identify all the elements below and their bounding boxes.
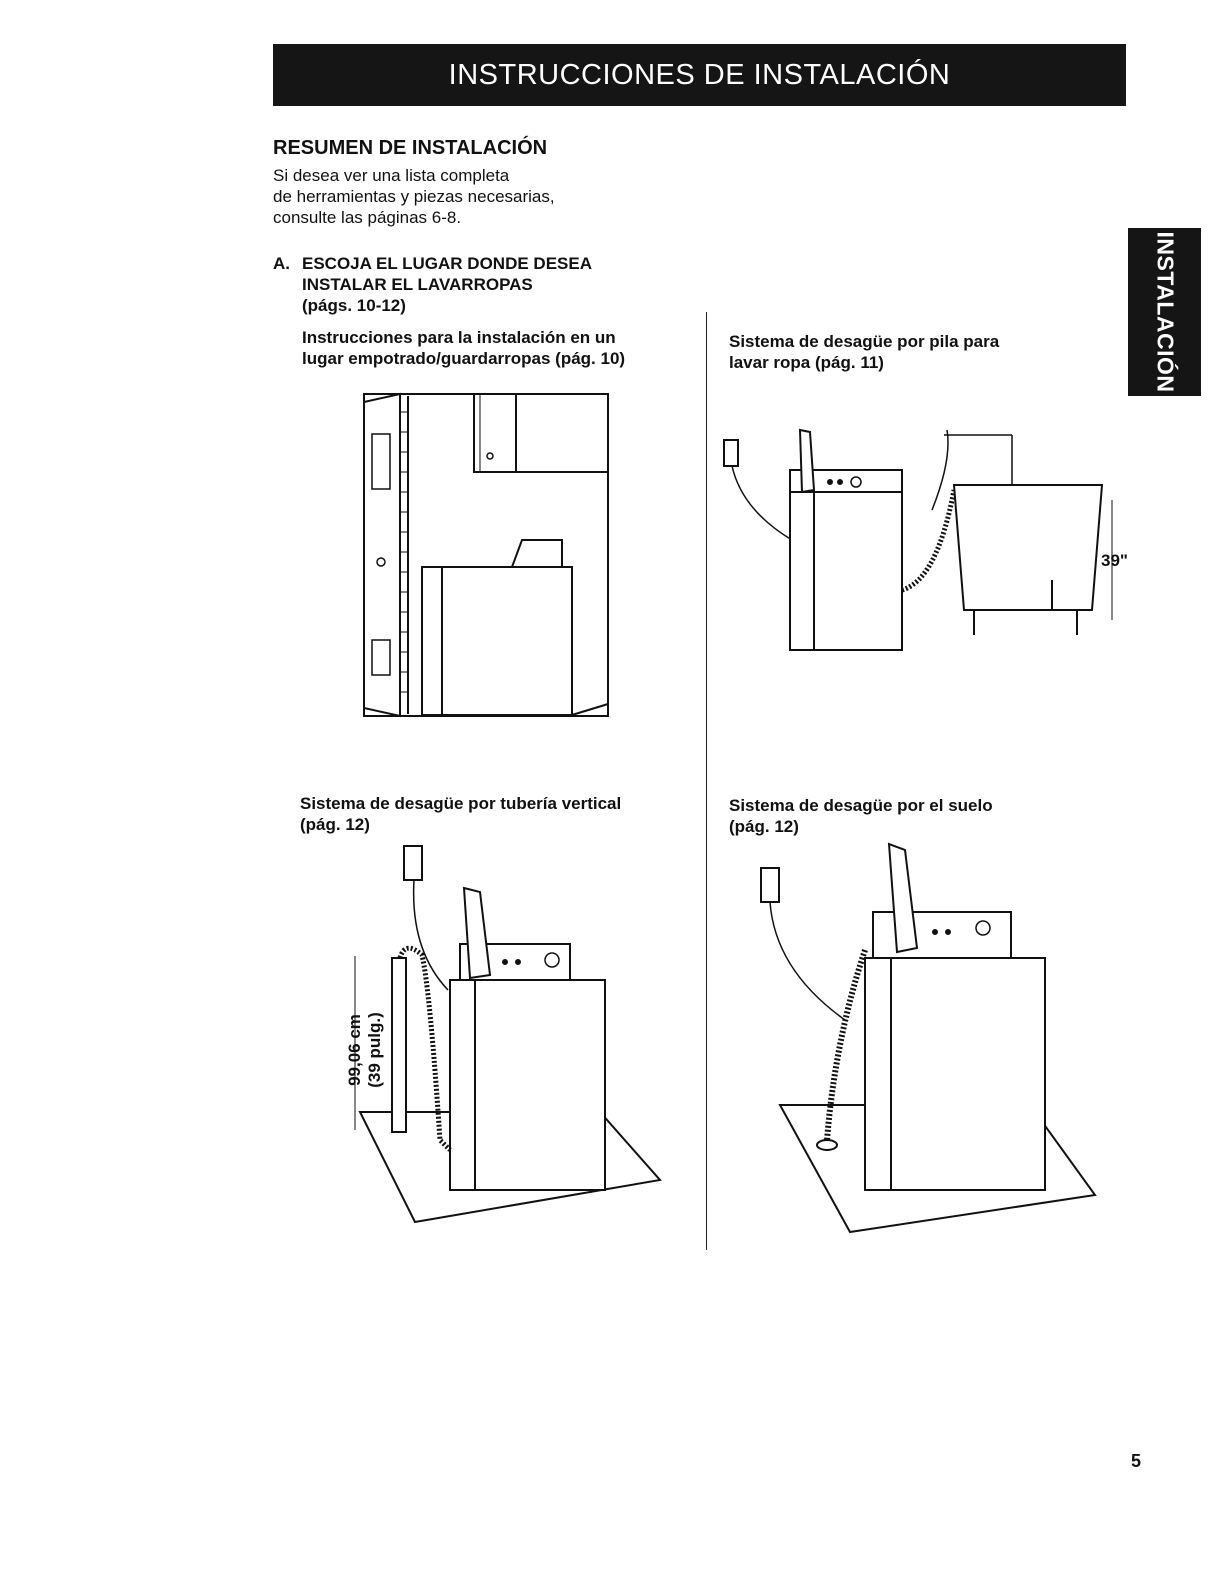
summary-heading: RESUMEN DE INSTALACIÓN xyxy=(273,137,548,159)
step-a: A. ESCOJA EL LUGAR DONDE DESEA INSTALAR … xyxy=(273,253,592,316)
caption-standpipe: Sistema de desagüe por tubería vertical … xyxy=(300,793,621,835)
washer-body xyxy=(789,489,903,651)
caption-line: Sistema de desagüe por el suelo xyxy=(729,796,993,815)
caption-line: lugar empotrado/guardarropas (pág. 10) xyxy=(302,349,626,368)
summary-text: Si desea ver una lista completa de herra… xyxy=(273,165,555,228)
caption-line: Sistema de desagüe por pila para xyxy=(729,332,1000,351)
laundry-tub xyxy=(952,484,1104,611)
closet-installation-illustration xyxy=(363,392,609,718)
summary-line: Si desea ver una lista completa xyxy=(273,166,510,185)
washer-body xyxy=(449,979,606,1191)
step-line: (págs. 10-12) xyxy=(302,296,406,315)
step-line: INSTALAR EL LAVARROPAS xyxy=(302,275,533,294)
standpipe-height-dimension: 99,06 cm (39 pulg.) xyxy=(335,1000,395,1100)
drain-hose xyxy=(901,489,957,593)
page-title-banner: INSTRUCCIONES DE INSTALACIÓN xyxy=(273,44,1126,106)
power-cord xyxy=(731,465,793,541)
dimension-in: (39 pulg.) xyxy=(365,1012,384,1088)
floor-drain xyxy=(816,1139,838,1151)
dimension-cm: 99,06 cm xyxy=(345,1014,364,1086)
washer-control-panel xyxy=(510,539,563,568)
washer-control-panel xyxy=(789,469,903,493)
column-divider xyxy=(706,312,707,1250)
door-hinge-pattern xyxy=(400,411,408,693)
summary-line: consulte las páginas 6-8. xyxy=(273,208,462,227)
page-title: INSTRUCCIONES DE INSTALACIÓN xyxy=(448,58,951,91)
electrical-outlet xyxy=(723,439,739,467)
step-letter: A. xyxy=(273,254,290,273)
caption-line: Sistema de desagüe por tubería vertical xyxy=(300,794,622,813)
washer-body xyxy=(421,566,573,716)
tub-height-dimension: 39" xyxy=(1101,551,1128,570)
caption-floor-drain: Sistema de desagüe por el suelo (pág. 12… xyxy=(729,795,993,837)
standpipe-illustration xyxy=(354,845,662,1224)
caption-line: Instrucciones para la instalación en un xyxy=(302,328,616,347)
step-line: ESCOJA EL LUGAR DONDE DESEA xyxy=(302,254,592,273)
caption-laundry-tub: Sistema de desagüe por pila para lavar r… xyxy=(729,331,999,373)
section-side-tab: INSTALACIÓN xyxy=(1128,228,1201,396)
power-cord xyxy=(769,901,846,1021)
washer-lid xyxy=(462,886,492,980)
power-cord xyxy=(412,879,449,991)
washer-lid xyxy=(887,842,919,954)
standpipe xyxy=(391,957,407,1133)
washer-body xyxy=(864,957,1046,1191)
caption-line: (pág. 12) xyxy=(729,817,799,836)
floor-drain-illustration xyxy=(760,842,1097,1234)
page-number: 5 xyxy=(1131,1451,1142,1471)
electrical-outlet xyxy=(760,867,780,903)
washer-lid xyxy=(798,428,816,494)
summary-line: de herramientas y piezas necesarias, xyxy=(273,187,555,206)
caption-line: (pág. 12) xyxy=(300,815,370,834)
closet-door xyxy=(363,392,401,718)
drain-hose xyxy=(397,945,452,1152)
side-tab-label: INSTALACIÓN xyxy=(1152,231,1178,393)
caption-line: lavar ropa (pág. 11) xyxy=(729,353,884,372)
laundry-tub-illustration xyxy=(723,428,1113,651)
electrical-outlet xyxy=(403,845,423,881)
caption-closet: Instrucciones para la instalación en un … xyxy=(302,327,625,369)
